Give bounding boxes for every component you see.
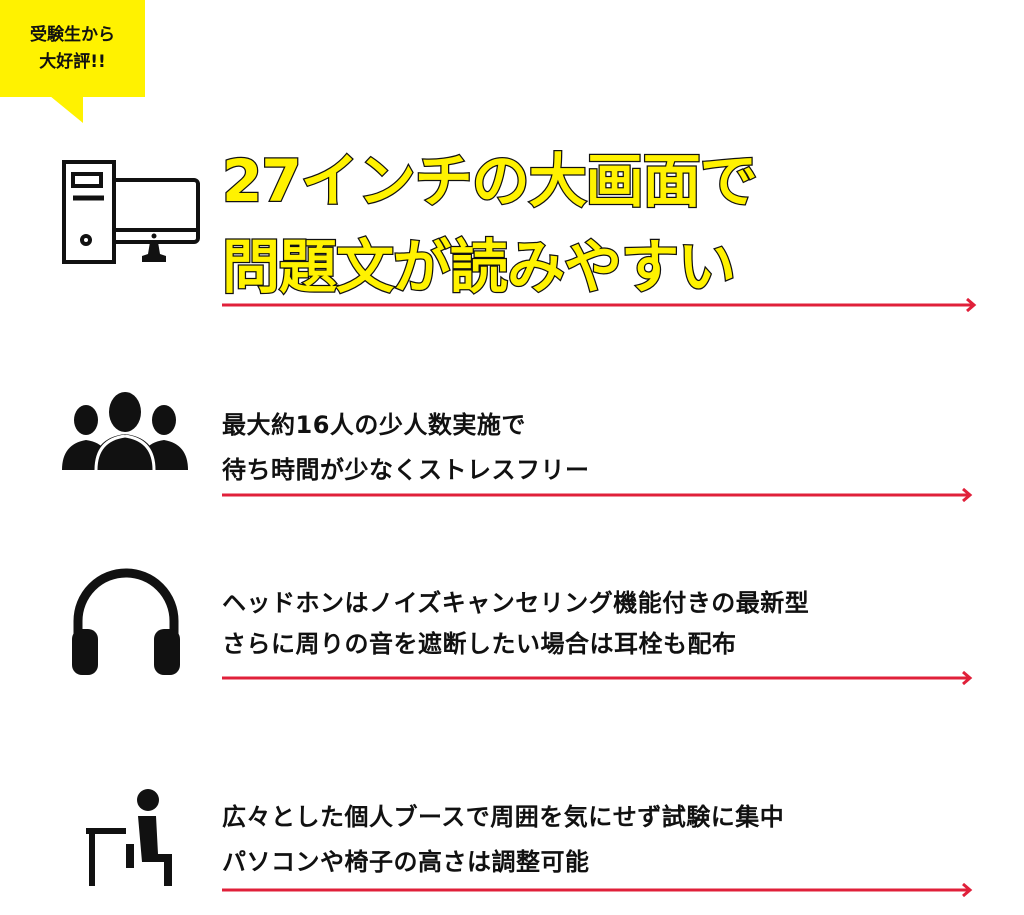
badge-line2: 大好評!! <box>39 51 106 72</box>
divider-arrow <box>222 298 977 312</box>
feature-2-line1: ヘッドホンはノイズキャンセリング機能付きの最新型 <box>222 589 810 617</box>
badge-tail <box>50 96 83 123</box>
divider-arrow <box>222 671 973 685</box>
headphones-icon <box>72 568 180 675</box>
feature-2-line2: さらに周りの音を遮断したい場合は耳栓も配布 <box>222 630 737 658</box>
badge-line1: 受験生から <box>30 24 115 45</box>
headline-line2: 問題文が読みやすい <box>221 232 738 303</box>
headline-line1: 27インチの大画面で <box>221 146 759 217</box>
feature-1-line1: 最大約16人の少人数実施で <box>222 411 526 439</box>
divider-arrow <box>222 883 973 897</box>
feature-3-line2: パソコンや椅子の高さは調整可能 <box>222 848 590 876</box>
divider-arrow <box>222 488 973 502</box>
feature-1-line2: 待ち時間が少なくストレスフリー <box>222 456 590 484</box>
seated-person-icon <box>86 789 172 886</box>
people-icon <box>62 392 188 471</box>
computer-icon <box>62 160 200 264</box>
feature-3-line1: 広々とした個人ブースで周囲を気にせず試験に集中 <box>222 803 785 831</box>
badge: 受験生から 大好評!! <box>0 0 145 97</box>
